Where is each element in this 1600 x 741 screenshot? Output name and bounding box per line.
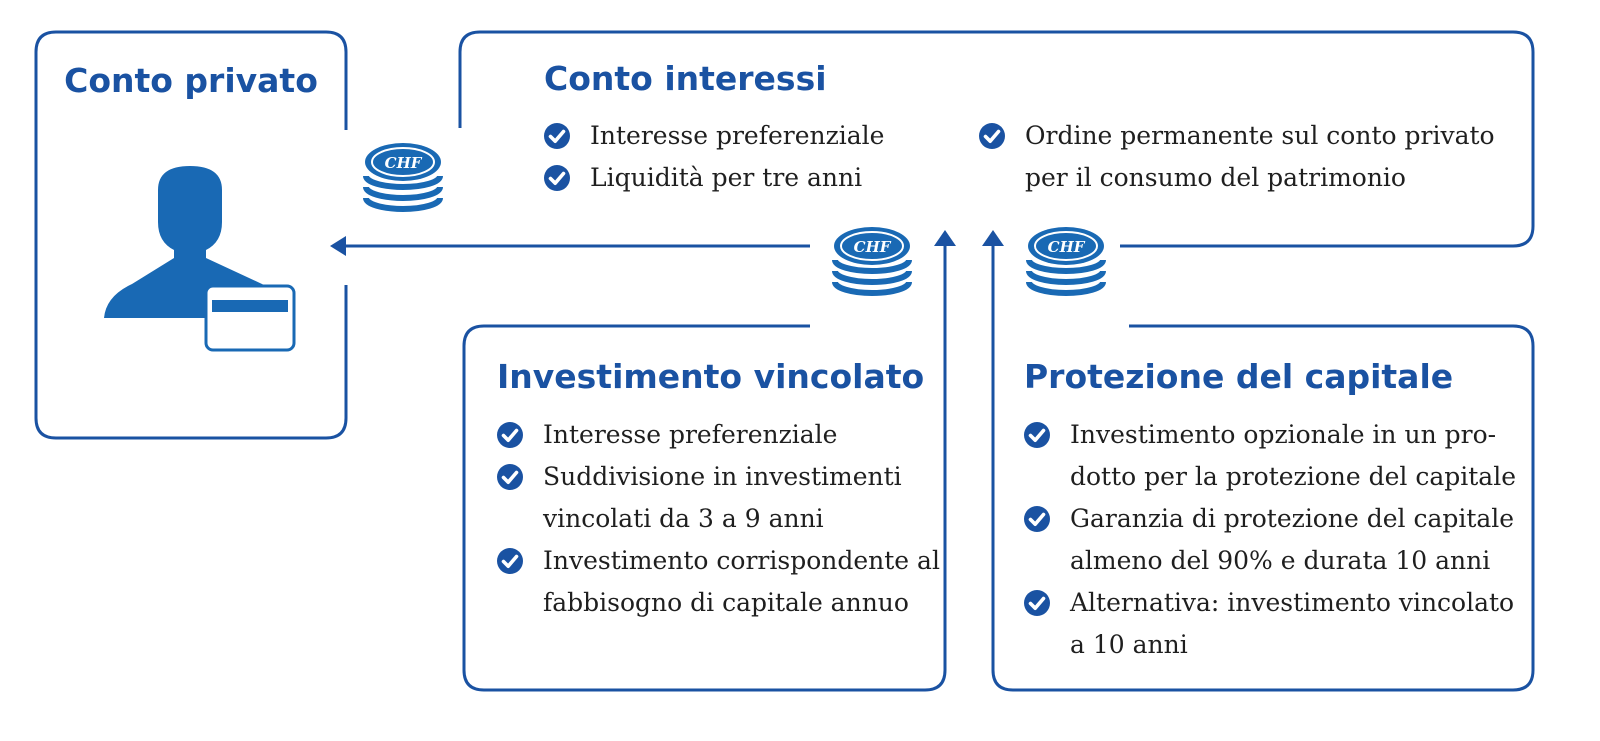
check-circle-icon <box>497 548 523 574</box>
investimento-vincolato-title: Investimento vincolato <box>497 357 925 396</box>
item-text-line1: Investimento corrispondente al <box>543 546 940 575</box>
check-circle-icon <box>497 464 523 490</box>
check-circle-icon <box>1024 422 1050 448</box>
coin-label: CHF <box>385 154 423 172</box>
investimento-vincolato-list: Interesse preferenziale Suddivisione in … <box>497 414 940 624</box>
list-item: Suddivisione in investimenti vincolati d… <box>497 456 940 540</box>
item-text-line2: per il consumo del patrimonio <box>1025 163 1406 192</box>
check-circle-icon <box>544 165 570 191</box>
conto-interessi-box <box>458 30 1535 248</box>
list-item: Alternativa: investimento vincolato a 10… <box>1024 582 1516 666</box>
conto-interessi-list-left: Interesse preferenziale Liquidità per tr… <box>544 115 884 199</box>
user-card-icon <box>104 166 296 352</box>
investimento-vincolato-box <box>462 242 947 692</box>
coin-label: CHF <box>1048 238 1086 256</box>
check-circle-icon <box>1024 590 1050 616</box>
list-item: Investimento corrispondente al fabbisogn… <box>497 540 940 624</box>
check-circle-icon <box>544 123 570 149</box>
chf-coin-stack-icon: CHF <box>834 227 910 293</box>
conto-privato-title: Conto privato <box>64 61 318 100</box>
item-text: Interesse preferenziale <box>590 121 885 150</box>
arrowhead-up-vincolato <box>934 230 956 246</box>
list-item: Interesse preferenziale <box>497 414 940 456</box>
item-text-line2: dotto per la protezione del capitale <box>1070 462 1516 491</box>
coin-label: CHF <box>854 238 892 256</box>
list-item: Garanzia di protezione del capitale alme… <box>1024 498 1516 582</box>
item-text-line2: vincolati da 3 a 9 anni <box>543 504 824 533</box>
item-text-line2: fabbisogno di capitale annuo <box>543 588 909 617</box>
conto-interessi-list-right: Ordine permanente sul conto privato per … <box>979 115 1495 199</box>
protezione-capitale-box <box>991 242 1535 692</box>
item-text-line1: Suddivisione in investimenti <box>543 462 902 491</box>
protezione-capitale-title: Protezione del capitale <box>1024 357 1454 396</box>
item-text-line2: a 10 anni <box>1070 630 1188 659</box>
item-text-line1: Investimento opzionale in un pro- <box>1070 420 1497 449</box>
list-item: Interesse preferenziale <box>544 115 884 157</box>
check-circle-icon <box>979 123 1005 149</box>
conto-privato-box <box>34 30 348 440</box>
arrowhead-left <box>330 236 346 256</box>
chf-coin-stack-icon: CHF <box>365 143 441 209</box>
check-circle-icon <box>497 422 523 448</box>
item-text-line2: almeno del 90% e durata 10 anni <box>1070 546 1491 575</box>
conto-interessi-title: Conto interessi <box>544 59 827 98</box>
check-circle-icon <box>1024 506 1050 532</box>
item-text-line1: Garanzia di protezione del capitale <box>1070 504 1515 533</box>
item-text-line1: Ordine permanente sul conto privato <box>1025 121 1495 150</box>
item-text-line1: Interesse preferenziale <box>543 420 838 449</box>
protezione-capitale-list: Investimento opzionale in un pro- dotto … <box>1024 414 1516 666</box>
list-item: Investimento opzionale in un pro- dotto … <box>1024 414 1516 498</box>
chf-coin-stack-icon: CHF <box>1028 227 1104 293</box>
arrowhead-up-protezione <box>982 230 1004 246</box>
list-item: Ordine permanente sul conto privato per … <box>979 115 1495 199</box>
item-text-line1: Alternativa: investimento vincolato <box>1070 588 1515 617</box>
item-text: Liquidità per tre anni <box>590 163 863 192</box>
list-item: Liquidità per tre anni <box>544 157 884 199</box>
